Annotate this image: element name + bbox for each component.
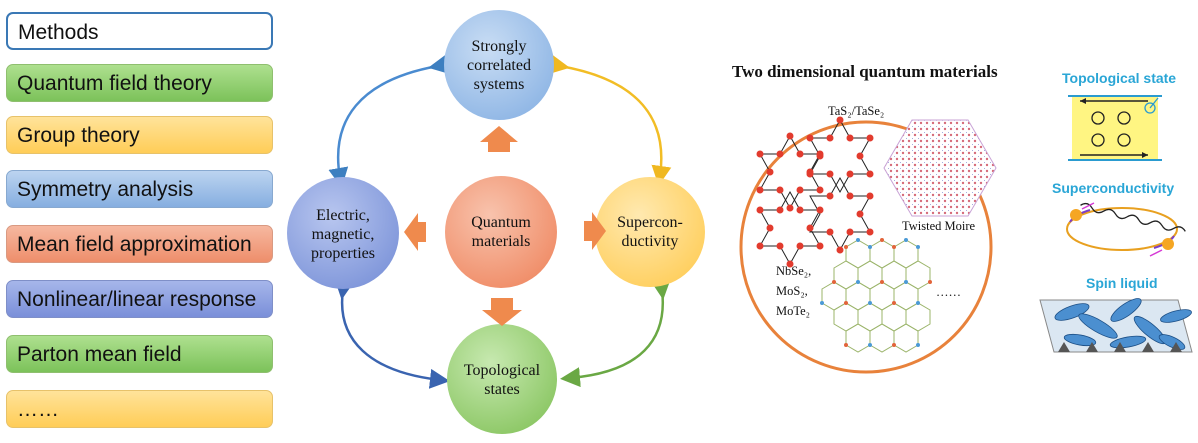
node-topological-states	[447, 324, 557, 434]
node-electric-magnetic	[287, 177, 399, 289]
label-nbse2: NbSe₂,	[776, 264, 812, 278]
label-tas2: TaS₂/TaSe₂	[828, 104, 885, 118]
method-symmetry-analysis: Symmetry analysis	[6, 170, 273, 208]
label-quantum-materials: Quantum materials	[471, 214, 531, 250]
methods-header: Methods	[6, 12, 273, 50]
method-response: Nonlinear/linear response	[6, 280, 273, 318]
topological-state-figure	[1068, 95, 1162, 161]
arc-top-right	[548, 54, 672, 186]
label-electric-magnetic: Electric, magnetic, properties	[311, 206, 375, 262]
method-ellipsis: ……	[6, 390, 273, 428]
method-parton-mean-field: Parton mean field	[6, 335, 273, 373]
arrow-left	[404, 213, 426, 251]
label-mote2: MoTe₂	[776, 304, 811, 318]
arc-top-left	[328, 54, 450, 188]
node-quantum-materials	[445, 176, 557, 288]
method-group-theory: Group theory	[6, 116, 273, 154]
label-materials-ellipsis: ……	[936, 285, 961, 299]
moire-hexagon	[883, 119, 997, 217]
arrow-up	[480, 126, 518, 152]
materials-title: Two dimensional quantum materials	[732, 62, 998, 81]
arc-bottom-right	[560, 278, 671, 388]
node-strongly-correlated	[444, 10, 554, 120]
honeycomb-atoms	[820, 238, 932, 347]
node-superconductivity	[595, 177, 705, 287]
label-superconductivity: Supercon-ductivity	[617, 214, 683, 250]
method-quantum-field-theory: Quantum field theory	[6, 64, 273, 102]
label-topological-states: Topological states	[463, 362, 541, 398]
superconductivity-figure	[1066, 202, 1186, 257]
label-twisted-moire: Twisted Moire	[902, 219, 976, 233]
tas2-atoms	[756, 116, 874, 268]
title-spin-liquid: Spin liquid	[1086, 275, 1158, 291]
arrow-right	[584, 212, 606, 250]
arc-bottom-left	[334, 278, 450, 389]
title-superconductivity: Superconductivity	[1052, 180, 1175, 196]
label-mos2: MoS₂,	[776, 284, 808, 298]
method-mean-field: Mean field approximation	[6, 225, 273, 263]
label-strongly-correlated: Strongly correlated systems	[467, 37, 531, 93]
arrow-down	[482, 298, 522, 326]
spin-liquid-figure	[1039, 298, 1193, 353]
title-topological-state: Topological state	[1062, 70, 1177, 86]
